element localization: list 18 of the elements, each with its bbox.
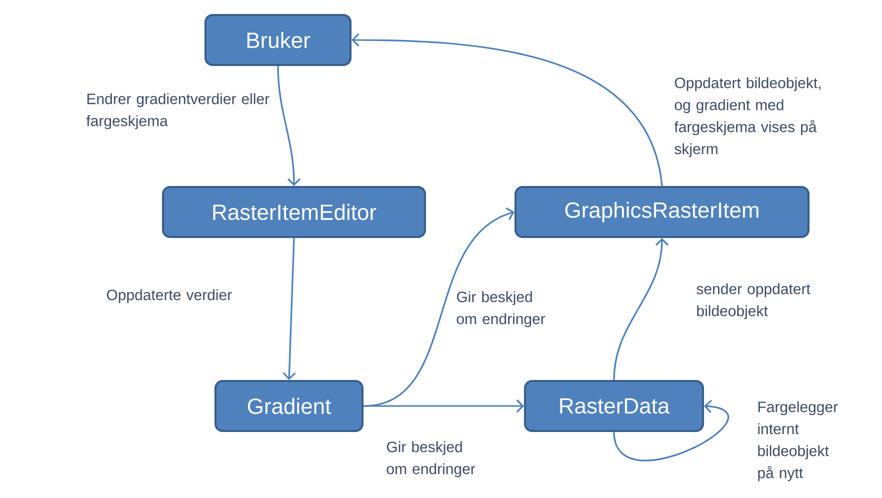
edge-label: Oppdatert bildeobjekt, og gradient med fargeskjema vises på skjerm: [674, 77, 820, 158]
edge-label: Endrer gradientverdier eller fargeskjema: [86, 93, 270, 130]
edge-label: Fargelegger internt bildeobjekt på nytt: [758, 401, 838, 482]
process-box: Bruker: [204, 14, 352, 66]
process-box: Gradient: [214, 380, 364, 432]
edge-label: Gir beskjed om endringer: [456, 291, 546, 328]
edge-label: Oppdaterte verdier: [106, 289, 232, 304]
arrow: [277, 66, 301, 186]
process-box: GraphicsRasterItem: [514, 186, 810, 238]
edge-label: Gir beskjed om endringer: [386, 441, 476, 478]
arrow: [613, 238, 669, 380]
process-box: RasterItemEditor: [162, 186, 426, 238]
process-box: RasterData: [524, 380, 704, 432]
arrow: [364, 399, 524, 413]
edge-label: sender oppdatert bildeobjekt: [696, 283, 810, 320]
arrow: [352, 33, 663, 186]
arrow: [613, 400, 729, 462]
arrow: [282, 238, 296, 380]
